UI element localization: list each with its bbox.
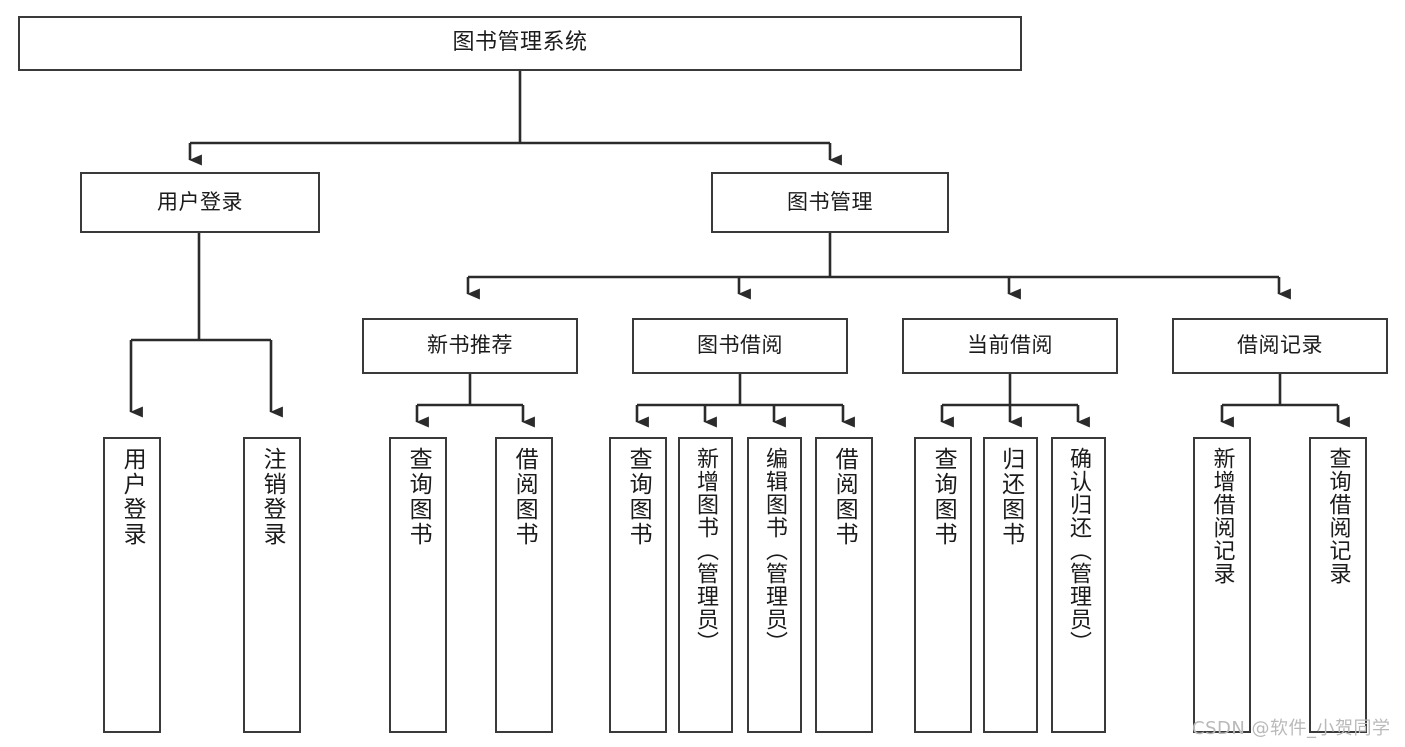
leaf-confirm-return[interactable]: 确认归还（管理员） xyxy=(1051,437,1106,733)
leaf-query-book-borrow[interactable]: 查询图书 xyxy=(609,437,667,733)
leaf-user-login[interactable]: 用户登录 xyxy=(103,437,161,733)
node-current-borrow[interactable]: 当前借阅 xyxy=(902,318,1118,374)
node-label: 用户登录 xyxy=(119,447,146,547)
node-label: 借阅图书 xyxy=(511,447,538,547)
leaf-logout-login[interactable]: 注销登录 xyxy=(243,437,301,733)
node-borrow-record[interactable]: 借阅记录 xyxy=(1172,318,1388,374)
node-label: 查询图书 xyxy=(405,447,432,547)
leaf-add-book[interactable]: 新增图书（管理员） xyxy=(678,437,733,733)
node-label: 新书推荐 xyxy=(427,333,513,358)
node-label: 编辑图书（管理员） xyxy=(762,447,788,654)
node-label: 确认归还（管理员） xyxy=(1066,447,1092,654)
leaf-add-borrow-record[interactable]: 新增借阅记录 xyxy=(1193,437,1251,733)
node-label: 归还图书 xyxy=(997,447,1024,547)
node-label: 图书借阅 xyxy=(697,333,783,358)
node-label: 新增图书（管理员） xyxy=(693,447,719,654)
node-label: 查询借阅记录 xyxy=(1325,447,1351,585)
csdn-watermark: CSDN @软件_小贺同学 xyxy=(1192,718,1391,739)
leaf-borrow-book-recommend[interactable]: 借阅图书 xyxy=(495,437,553,733)
leaf-query-borrow-record[interactable]: 查询借阅记录 xyxy=(1309,437,1367,733)
node-book-borrow[interactable]: 图书借阅 xyxy=(632,318,848,374)
node-label: 图书管理系统 xyxy=(452,30,588,56)
node-label: 当前借阅 xyxy=(967,333,1053,358)
node-label: 图书管理 xyxy=(787,189,873,214)
leaf-edit-book[interactable]: 编辑图书（管理员） xyxy=(747,437,802,733)
node-book-manage[interactable]: 图书管理 xyxy=(711,172,949,233)
node-user-login[interactable]: 用户登录 xyxy=(80,172,320,233)
node-label: 查询图书 xyxy=(930,447,957,547)
node-label: 用户登录 xyxy=(157,189,243,214)
node-root-system[interactable]: 图书管理系统 xyxy=(18,16,1022,71)
node-new-book-recommend[interactable]: 新书推荐 xyxy=(362,318,578,374)
node-label: 注销登录 xyxy=(259,447,286,547)
leaf-query-book-current[interactable]: 查询图书 xyxy=(914,437,972,733)
node-label: 借阅图书 xyxy=(831,447,858,547)
leaf-query-book-recommend[interactable]: 查询图书 xyxy=(389,437,447,733)
node-label: 新增借阅记录 xyxy=(1209,447,1235,585)
leaf-return-book[interactable]: 归还图书 xyxy=(983,437,1038,733)
node-label: 查询图书 xyxy=(625,447,652,547)
leaf-borrow-book[interactable]: 借阅图书 xyxy=(815,437,873,733)
node-label: 借阅记录 xyxy=(1237,333,1323,358)
